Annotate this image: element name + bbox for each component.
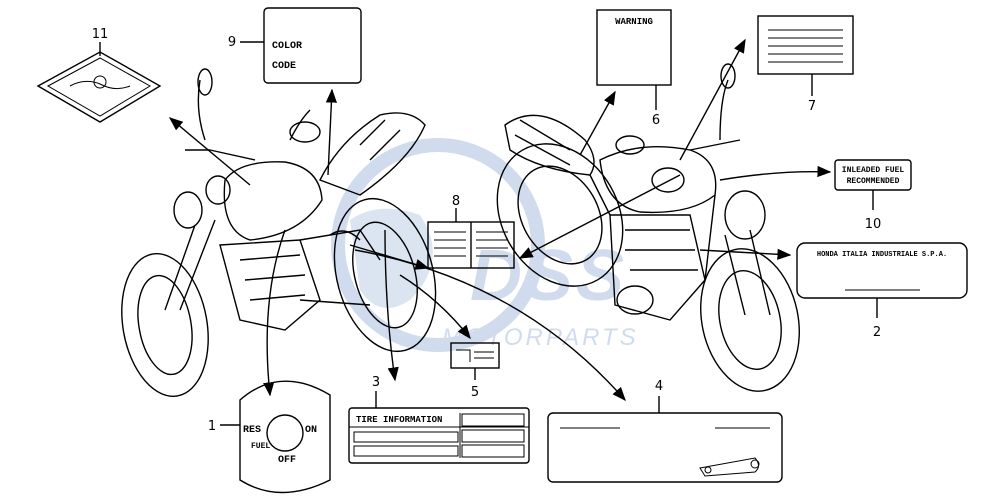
label-1-fuel-dial: RES FUEL ON OFF 1 xyxy=(208,380,331,494)
motorcycle-left xyxy=(121,68,437,397)
arrow-2 xyxy=(699,248,792,260)
watermark-ring xyxy=(331,138,545,352)
fuel-dial-fuel: FUEL xyxy=(251,442,270,451)
label-6-warning: WARNING 6 xyxy=(596,9,672,128)
right-front-wheel xyxy=(700,248,800,392)
color-code-line1: COLOR xyxy=(272,41,302,52)
callout-number-10: 10 xyxy=(865,217,882,232)
label-5-small-tag: 5 xyxy=(450,342,500,400)
right-seat xyxy=(504,114,595,176)
watermark-subtitle: MOTORPARTS xyxy=(442,324,639,351)
watermark-brand: DSS xyxy=(470,236,627,316)
arrow-3 xyxy=(384,229,399,382)
callout-number-3: 3 xyxy=(372,375,380,390)
lined-plate xyxy=(757,15,854,75)
label-4-blank-plate: 4 xyxy=(547,379,783,483)
callout-number-11: 11 xyxy=(92,27,109,42)
callout-number-7: 7 xyxy=(808,99,816,114)
fuel-dial-knob xyxy=(266,414,304,452)
watermark: DSS MOTORPARTS xyxy=(331,138,639,352)
motorcycle-right xyxy=(496,63,800,392)
callout-number-6: 6 xyxy=(652,113,660,128)
arrow-6 xyxy=(579,90,616,156)
right-engine xyxy=(609,214,706,321)
label-9-color-code: COLOR CODE 9 xyxy=(228,7,362,84)
diamond-inner xyxy=(46,57,151,117)
label-10-fuel: INLEADED FUEL RECOMMENDED 10 xyxy=(834,159,912,232)
left-front-rim xyxy=(137,274,193,376)
fuel-dial-res: RES xyxy=(243,425,261,436)
warning-plate xyxy=(596,9,672,86)
arrow-11 xyxy=(168,117,251,186)
blank-plate xyxy=(547,412,783,483)
left-fuel-tank xyxy=(223,161,323,241)
fuel-line1: INLEADED FUEL xyxy=(842,166,905,175)
tire-title: TIRE INFORMATION xyxy=(356,415,442,425)
fuel-dial-on: ON xyxy=(305,425,317,436)
label-2-honda-italia: HONDA ITALIA INDUSTRIALE S.P.A. 2 xyxy=(796,242,968,340)
callout-number-5: 5 xyxy=(471,385,479,400)
arrow-8-right xyxy=(518,174,681,259)
right-front-rim xyxy=(718,269,782,371)
label-11-diamond-emblem: 11 xyxy=(36,27,162,123)
label-7-lined-label: 7 xyxy=(757,15,854,114)
right-rear-rim xyxy=(517,165,603,265)
fuel-line2: RECOMMENDED xyxy=(847,177,900,186)
leader-arrows xyxy=(168,38,832,402)
arrow-9 xyxy=(325,88,338,176)
arrow-5 xyxy=(399,274,471,340)
warning-title: WARNING xyxy=(615,17,653,27)
right-headlight xyxy=(724,190,766,240)
callout-number-9: 9 xyxy=(228,35,236,50)
right-rear-wheel xyxy=(496,143,624,287)
callout-number-4: 4 xyxy=(655,379,663,394)
color-code-line2: CODE xyxy=(272,61,296,72)
callout-number-8: 8 xyxy=(452,194,460,209)
arrow-7 xyxy=(679,38,746,161)
left-rear-wheel xyxy=(333,197,437,353)
left-front-wheel xyxy=(121,253,209,397)
left-engine xyxy=(219,239,321,331)
honda-plate xyxy=(796,242,968,299)
left-turn-signal xyxy=(205,175,231,205)
fuel-dial-plate xyxy=(239,380,331,494)
label-3-tire-info: TIRE INFORMATION 3 xyxy=(348,375,530,464)
honda-text: HONDA ITALIA INDUSTRIALE S.P.A. xyxy=(817,251,947,259)
arrow-10 xyxy=(719,165,832,181)
label-8-book: 8 xyxy=(427,194,515,269)
left-rear-rim xyxy=(352,221,418,329)
callout-number-1: 1 xyxy=(208,419,216,434)
tire-plate xyxy=(348,407,530,464)
left-headlight xyxy=(173,191,203,229)
callout-number-2: 2 xyxy=(873,325,881,340)
arrow-1 xyxy=(263,229,286,397)
arrow-8-left xyxy=(349,244,430,270)
fuel-dial-off: OFF xyxy=(278,455,296,466)
left-seat xyxy=(319,112,426,196)
diamond-outer xyxy=(36,51,162,123)
color-code-plate xyxy=(263,7,362,84)
